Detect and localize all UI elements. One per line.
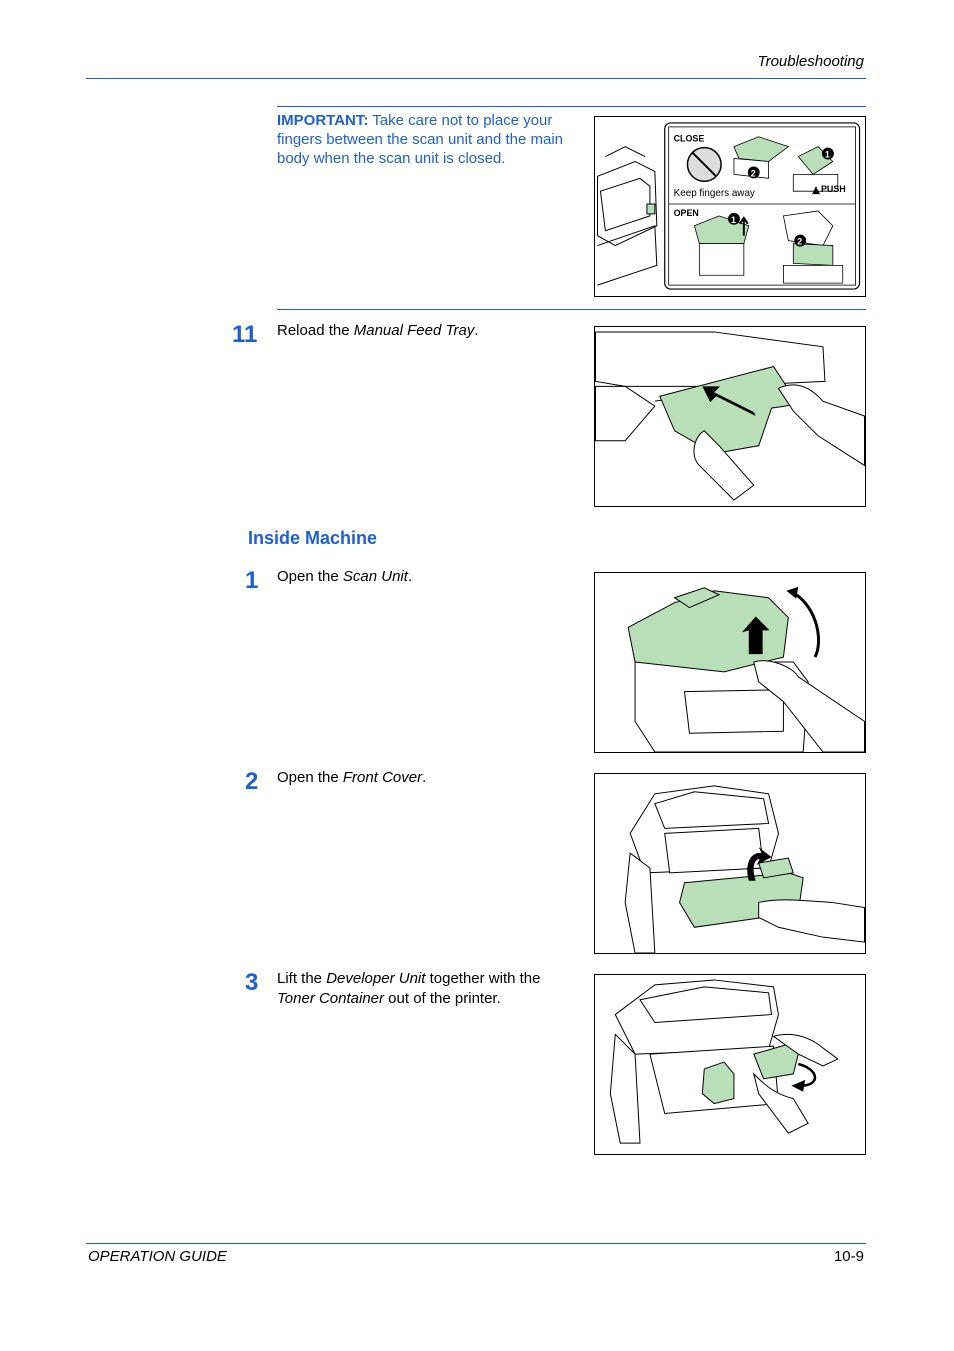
footer-rule	[86, 1243, 866, 1244]
important-note: IMPORTANT: Take care not to place your f…	[277, 111, 587, 168]
step-2-number: 2	[245, 768, 259, 795]
caution-text: Keep fingers away	[674, 188, 755, 199]
svg-text:1: 1	[825, 150, 830, 160]
step-11-number: 11	[232, 321, 258, 348]
figure-keep-fingers-away: CLOSE OPEN Keep fingers away 2 1 PUSH	[594, 116, 866, 297]
open-label: OPEN	[674, 208, 699, 218]
insert-arrow-icon	[702, 386, 756, 417]
marker-2-open: 2	[794, 234, 807, 247]
step-1-number: 1	[245, 567, 259, 594]
close-label: CLOSE	[674, 134, 705, 144]
figure-lift-developer-unit	[594, 974, 866, 1155]
step-3-number: 3	[245, 969, 259, 996]
no-hand-icon	[686, 146, 722, 183]
header-rule	[86, 78, 866, 79]
marker-1-open: 1	[728, 212, 740, 225]
step-3-text: Lift the Developer Unit together with th…	[277, 970, 541, 1007]
step-2-text: Open the Front Cover.	[277, 769, 427, 786]
push-arrow-icon	[812, 186, 820, 195]
section-title: Inside Machine	[248, 528, 378, 548]
important-top-rule	[277, 106, 866, 107]
svg-text:2: 2	[751, 168, 756, 178]
rotate-arrow-icon	[792, 591, 820, 658]
up-arrow-icon	[739, 216, 749, 236]
push-label: PUSH	[821, 184, 846, 194]
figure-open-scan-unit	[594, 572, 866, 753]
marker-2-close: 2	[747, 166, 760, 178]
important-text: Take care not to place your fingers betw…	[277, 112, 564, 167]
important-bottom-rule	[277, 309, 866, 310]
marker-1-close: 1	[821, 147, 834, 160]
important-label: IMPORTANT:	[277, 112, 369, 129]
svg-text:1: 1	[731, 215, 736, 225]
step-11-text: Reload the Manual Feed Tray.	[277, 322, 479, 339]
page-number: 10-9	[833, 1248, 864, 1265]
open-arrow-icon	[747, 847, 772, 881]
figure-open-front-cover	[594, 773, 866, 954]
footer-guide-title: OPERATION GUIDE	[88, 1248, 227, 1265]
step-1-text: Open the Scan Unit.	[277, 568, 413, 585]
running-header: Troubleshooting	[757, 53, 864, 70]
svg-text:2: 2	[797, 237, 802, 247]
figure-reload-manual-feed-tray	[594, 326, 866, 507]
lift-rotate-arrow-icon	[797, 1062, 817, 1087]
